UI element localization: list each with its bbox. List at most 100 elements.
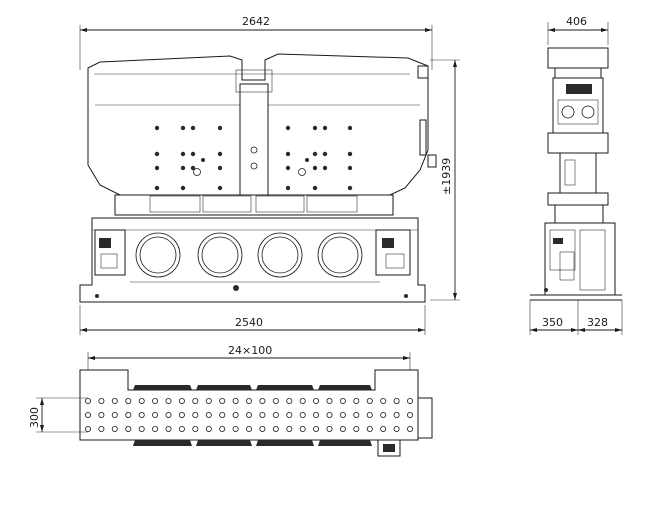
upper-bolt-pattern (154, 125, 353, 191)
bolt-hole (380, 425, 387, 432)
bolt-hole (380, 411, 387, 418)
bolt-hole (111, 411, 118, 418)
bolt-hole (299, 411, 306, 418)
dim-side-width-top: 406 (547, 15, 609, 45)
bolt-hole (178, 425, 185, 432)
dim-front-width-bottom: 2540 (79, 305, 426, 335)
bolt-hole (393, 397, 400, 404)
dim-front-width-top: 2642 (79, 15, 433, 70)
bolt-hole (393, 425, 400, 432)
bolt-hole (339, 397, 346, 404)
mid-brackets (149, 195, 358, 213)
right-valve (375, 229, 411, 276)
plan-lobes (133, 385, 372, 446)
label-2642: 2642 (242, 15, 270, 28)
bolt-hole (259, 411, 266, 418)
bolt-hole (326, 411, 333, 418)
bolt-hole (138, 397, 145, 404)
bolt-hole (353, 411, 360, 418)
bolt-hole (326, 425, 333, 432)
bolt-hole (259, 397, 266, 404)
bolt-hole (286, 411, 293, 418)
bolt-hole (326, 397, 333, 404)
bolt-hole (313, 411, 320, 418)
bolt-hole (152, 425, 159, 432)
bolt-hole (98, 397, 105, 404)
bolt-hole (205, 397, 212, 404)
bolt-hole (286, 397, 293, 404)
label-1939: ±1939 (440, 158, 453, 195)
bolt-hole (85, 411, 92, 418)
bolt-hole (259, 425, 266, 432)
bolt-hole (366, 425, 373, 432)
bolt-hole (339, 425, 346, 432)
dim-plan-depth: 300 (28, 397, 88, 433)
label-406: 406 (566, 15, 587, 28)
bolt-hole (313, 425, 320, 432)
bolt-hole (178, 411, 185, 418)
bolt-hole (192, 425, 199, 432)
bolt-hole (111, 397, 118, 404)
bolt-hole (272, 425, 279, 432)
bolt-hole (219, 425, 226, 432)
left-valve (94, 229, 126, 276)
bolt-hole (138, 411, 145, 418)
bolt-hole (152, 411, 159, 418)
bolt-hole (219, 411, 226, 418)
label-300: 300 (28, 407, 41, 428)
bolt-hole (313, 397, 320, 404)
bolt-hole (245, 397, 252, 404)
bolt-hole (353, 425, 360, 432)
label-24x100: 24×100 (228, 344, 272, 357)
label-350: 350 (542, 316, 563, 329)
bolt-hole (406, 411, 413, 418)
bolt-hole (85, 425, 92, 432)
plan-view: 24×100 300 (28, 344, 433, 457)
bolt-hole (125, 411, 132, 418)
plan-bolt-holes (85, 397, 413, 432)
bolt-hole (165, 425, 172, 432)
bolt-hole (205, 411, 212, 418)
bolt-hole (286, 425, 293, 432)
bolt-hole (232, 411, 239, 418)
bolt-hole (165, 397, 172, 404)
front-view: 2642 (79, 15, 460, 335)
bolt-hole (111, 425, 118, 432)
bolt-hole (205, 425, 212, 432)
bolt-hole (393, 411, 400, 418)
label-328: 328 (587, 316, 608, 329)
bolt-hole (98, 411, 105, 418)
bolt-hole (406, 425, 413, 432)
bolt-hole (299, 397, 306, 404)
ports (135, 232, 363, 278)
bolt-hole (219, 397, 226, 404)
bolt-hole (245, 411, 252, 418)
label-2540: 2540 (235, 316, 263, 329)
bolt-hole (299, 425, 306, 432)
bolt-hole (232, 425, 239, 432)
bolt-hole (178, 397, 185, 404)
bolt-hole (125, 397, 132, 404)
dim-side-bottom: 350 328 (529, 300, 623, 335)
bolt-hole (380, 397, 387, 404)
bolt-hole (98, 425, 105, 432)
bolt-hole (353, 397, 360, 404)
bolt-hole (245, 425, 252, 432)
bolt-hole (232, 397, 239, 404)
bolt-hole (125, 425, 132, 432)
bolt-hole (165, 411, 172, 418)
bolt-hole (192, 397, 199, 404)
bolt-hole (366, 411, 373, 418)
bolt-hole (366, 397, 373, 404)
bolt-hole (85, 397, 92, 404)
bolt-hole (272, 397, 279, 404)
bolt-hole (192, 411, 199, 418)
bolt-hole (406, 397, 413, 404)
side-view: 406 350 328 (529, 15, 623, 335)
bolt-hole (272, 411, 279, 418)
dim-front-height: ±1939 (430, 59, 460, 301)
bolt-hole (152, 397, 159, 404)
bolt-hole (138, 425, 145, 432)
bolt-hole (339, 411, 346, 418)
